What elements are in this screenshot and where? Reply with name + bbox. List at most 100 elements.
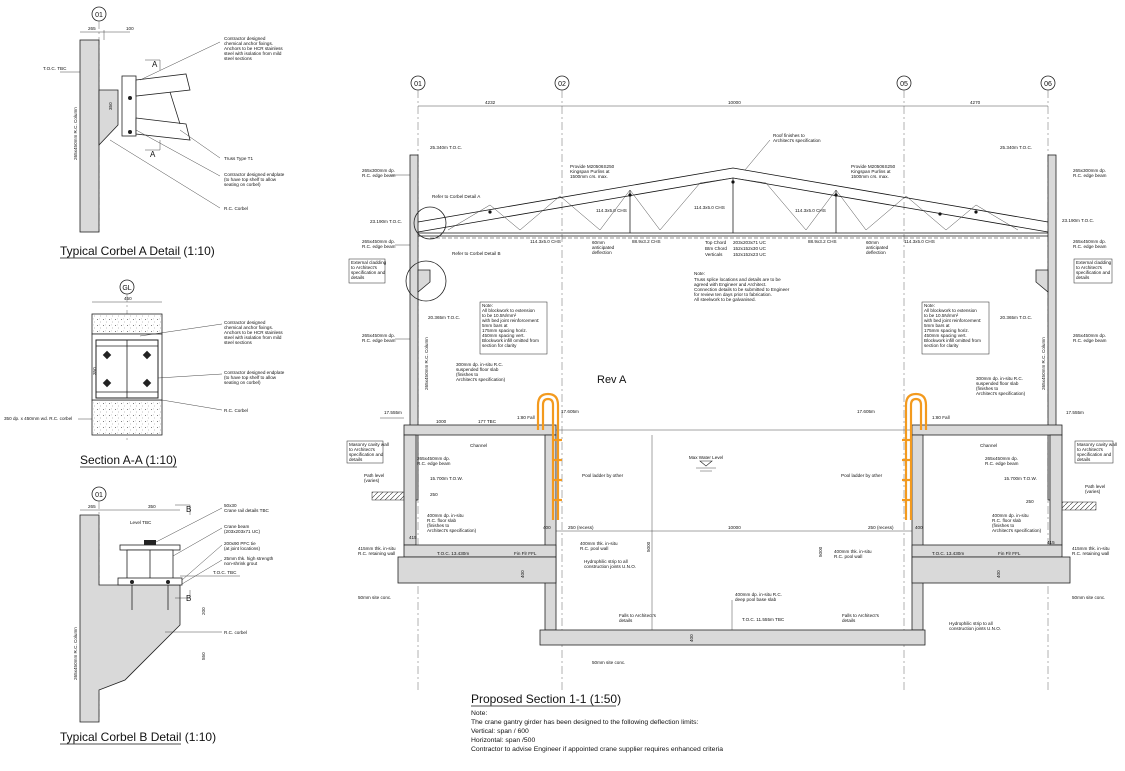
corbel-b-callout (405, 260, 447, 302)
svg-text:250: 250 (430, 492, 438, 497)
section-aa-title: Section A-A (1:10) (80, 453, 177, 467)
corbel-a-callout (413, 206, 447, 240)
svg-text:415: 415 (409, 535, 417, 540)
right-level-labels: 25.340m T.O.C. 265x300mm dp.R.C. edge be… (1000, 145, 1113, 343)
svg-text:265x300mm dp.R.C. edge beam: 265x300mm dp.R.C. edge beam (1073, 168, 1107, 178)
svg-text:250: 250 (1026, 499, 1034, 504)
svg-text:Pool ladder by other: Pool ladder by other (841, 473, 883, 478)
svg-text:265x450mm R.C. Column: 265x450mm R.C. Column (1041, 337, 1046, 390)
svg-text:T.O.C. 11.555m TBC: T.O.C. 11.555m TBC (742, 617, 785, 622)
pool-wall-right (911, 434, 924, 631)
svg-text:R.C. Corbel: R.C. Corbel (224, 408, 248, 413)
svg-text:23.190m T.O.C.: 23.190m T.O.C. (1062, 218, 1094, 223)
svg-text:50mm site conc.: 50mm site conc. (358, 595, 391, 600)
svg-text:1:80 Fall: 1:80 Fall (517, 415, 535, 420)
pool-ladder-left (536, 392, 562, 520)
svg-text:350: 350 (92, 367, 97, 375)
svg-text:Note:Truss splice locations an: Note:Truss splice locations and details … (694, 271, 790, 302)
base-slab-left (397, 556, 557, 584)
svg-text:4232: 4232 (485, 100, 496, 105)
svg-text:550: 550 (201, 652, 206, 660)
svg-text:25.340m T.O.C.: 25.340m T.O.C. (1000, 145, 1032, 150)
floor-slab-right (911, 424, 1063, 436)
corbel-a-column (79, 39, 100, 233)
svg-text:200: 200 (201, 607, 206, 615)
svg-text:20.365m T.O.C.: 20.365m T.O.C. (428, 315, 460, 320)
deep-pool-base-slab (539, 629, 926, 646)
svg-text:114.3x5.0 CHS: 114.3x5.0 CHS (795, 208, 826, 213)
svg-text:114.3x5.0 CHS: 114.3x5.0 CHS (530, 239, 561, 244)
svg-text:88.9x3.2 CHS: 88.9x3.2 CHS (632, 239, 661, 244)
svg-text:265: 265 (88, 504, 96, 509)
svg-text:01: 01 (414, 81, 422, 88)
floor-slab-left (403, 424, 557, 436)
svg-text:Contractor designed endplate(t: Contractor designed endplate(to have top… (224, 370, 285, 385)
roof-truss (417, 167, 1049, 239)
svg-text:1000: 1000 (436, 419, 447, 424)
aa-corbel (91, 399, 163, 436)
section-1-1: 01 02 05 06 4232 10000 4270 265x450mm R.… (346, 75, 1117, 753)
deflection-note: Note: The crane gantry girder has been d… (471, 710, 723, 753)
svg-text:06: 06 (1044, 81, 1052, 88)
svg-text:Path level(varies): Path level(varies) (1085, 484, 1105, 494)
svg-text:17.605m: 17.605m (857, 409, 875, 414)
svg-text:Fin Flr FFL: Fin Flr FFL (514, 551, 537, 556)
corbel-a-endplate (121, 75, 137, 137)
svg-text:Level TBC: Level TBC (130, 520, 152, 525)
svg-text:50mm site conc.: 50mm site conc. (1072, 595, 1105, 600)
svg-text:265x450mm dp.R.C. edge beam: 265x450mm dp.R.C. edge beam (1073, 239, 1107, 249)
section-marker-a-bottom: A (150, 150, 156, 159)
grid-label-01-a: 01 (95, 12, 103, 19)
svg-text:300mm dp. in-situ R.C.suspende: 300mm dp. in-situ R.C.suspended floor sl… (976, 376, 1026, 396)
svg-text:400: 400 (996, 570, 1001, 578)
svg-text:25.340m T.O.C.: 25.340m T.O.C. (430, 145, 462, 150)
svg-text:265x450mm R.C. Column: 265x450mm R.C. Column (73, 627, 78, 680)
svg-text:15.700m T.O.W.: 15.700m T.O.W. (1004, 476, 1037, 481)
svg-text:23.190m T.O.C.: 23.190m T.O.C. (370, 219, 402, 224)
svg-text:350: 350 (108, 102, 113, 110)
svg-text:200x90 PFC tie(at joint locati: 200x90 PFC tie(at joint locations) (224, 541, 260, 551)
svg-text:Fin Flr FFL: Fin Flr FFL (998, 551, 1021, 556)
corbel-a-toc: T.O.C. TBC (43, 66, 67, 71)
truss-top-chord (135, 73, 191, 97)
svg-text:400: 400 (689, 634, 694, 642)
svg-text:265x450mm dp.R.C. edge beam: 265x450mm dp.R.C. edge beam (362, 333, 396, 343)
svg-text:Channel: Channel (470, 443, 487, 448)
svg-text:10000: 10000 (728, 100, 741, 105)
corbel-b-detail: 01 265 350 Level TBC B B T.O.C. TBC 265x… (60, 486, 274, 745)
svg-text:1:80 Fall: 1:80 Fall (932, 415, 950, 420)
svg-text:265x300mm dp.R.C. edge beam: 265x300mm dp.R.C. edge beam (362, 168, 396, 178)
svg-text:05: 05 (900, 81, 908, 88)
svg-text:02: 02 (558, 81, 566, 88)
max-water-label: Max Water Level (689, 455, 723, 460)
svg-text:5000: 5000 (646, 541, 651, 552)
svg-text:265x450mm dp.R.C. edge beam: 265x450mm dp.R.C. edge beam (417, 456, 451, 466)
section-marker-b-bottom: B (186, 594, 191, 603)
svg-text:50mm site conc.: 50mm site conc. (592, 660, 625, 665)
svg-text:265x450mm dp.R.C. edge beam: 265x450mm dp.R.C. edge beam (985, 456, 1019, 466)
aa-column-top (91, 313, 163, 335)
svg-text:Pool ladder by other: Pool ladder by other (582, 473, 624, 478)
svg-text:177 TBC: 177 TBC (478, 419, 497, 424)
svg-text:114.3x5.0 CHS: 114.3x5.0 CHS (596, 208, 627, 213)
crane-rail (144, 540, 156, 545)
svg-text:Crane beam(203x203x71 UC): Crane beam(203x203x71 UC) (224, 524, 260, 534)
svg-text:265x450mm dp.R.C. edge beam: 265x450mm dp.R.C. edge beam (1073, 333, 1107, 343)
